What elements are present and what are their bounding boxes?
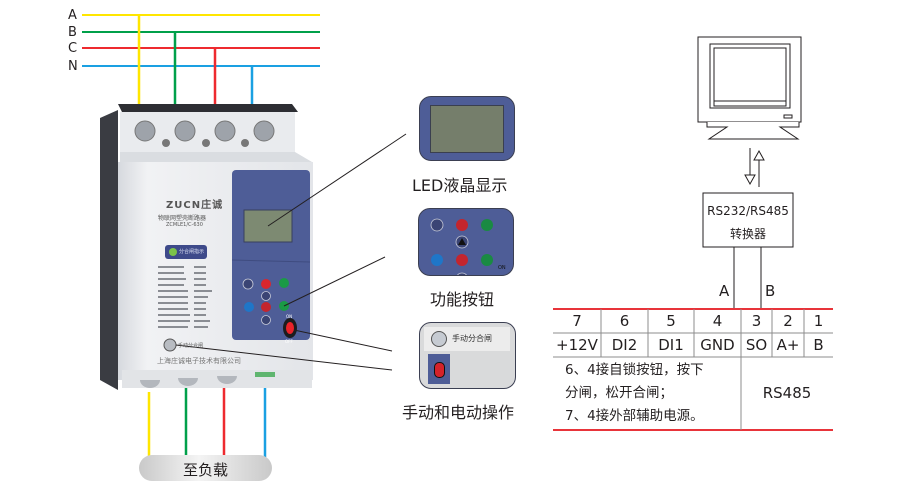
- phase-label-a: A: [68, 8, 77, 23]
- buttons-callout-graphic: [430, 218, 493, 275]
- wire-b-label: B: [765, 282, 776, 300]
- lcd-caption: LED液晶显示: [412, 176, 508, 195]
- top-terminal-block: [118, 104, 312, 165]
- brand-latin: ZUCN: [166, 200, 202, 211]
- company-name: 上海庄诚电子技术有限公司: [157, 357, 241, 365]
- button-icon: [431, 254, 443, 266]
- manual-caption: 手动和电动操作: [402, 403, 515, 422]
- terminal-signal: DI1: [658, 336, 684, 354]
- rocker-switch-red: [434, 362, 445, 378]
- model-number: ZCMLE1/C-630: [166, 222, 203, 228]
- rs485-label: RS485: [762, 384, 812, 402]
- terminal-number: 6: [619, 312, 630, 330]
- switch-off-label: OFF: [285, 339, 293, 344]
- bottom-terminal-block: [122, 370, 312, 388]
- button-icon: [481, 254, 493, 266]
- buttons-callout-panel: ON: [418, 208, 514, 276]
- terminal-note-line: 6、4接自锁按钮，按下: [565, 362, 704, 378]
- status-badge-plate: [165, 245, 207, 259]
- terminal-number: 4: [712, 312, 723, 330]
- terminal-number: 7: [572, 312, 582, 330]
- computer-monitor-icon: [697, 36, 802, 140]
- wire-a-label: A: [719, 282, 730, 300]
- phase-label-b: B: [68, 25, 77, 40]
- leader-switch: [293, 329, 393, 352]
- terminal-number: 2: [783, 312, 793, 330]
- buttons-panel-on-label: ON: [498, 265, 506, 271]
- lcd-callout-screen: [430, 105, 504, 153]
- spec-text-block: [158, 266, 212, 328]
- terminal-signal: DI2: [611, 336, 638, 354]
- converter-box: [702, 192, 794, 248]
- terminal-note-line: 7、4接外部辅助电源。: [565, 408, 704, 424]
- leader-lcd: [267, 133, 407, 227]
- converter-label-line2: 转换器: [729, 227, 766, 241]
- terminal-signal: B: [813, 336, 824, 354]
- leader-knob: [175, 344, 393, 371]
- manual-knob-icon: [431, 331, 447, 347]
- manual-knob-label: 手动分合闸: [178, 343, 204, 349]
- terminal-signal: GND: [700, 336, 735, 354]
- terminal-note-line: 分闸，松开合闸；: [565, 385, 673, 401]
- terminal-number: 1: [813, 312, 824, 330]
- breaker-side: [100, 110, 118, 390]
- terminal-number: 5: [666, 312, 676, 330]
- bidirectional-arrow-icon: [744, 148, 765, 187]
- terminal-signal: +12V: [556, 336, 598, 354]
- brand-logo: ZUCN庄诚: [166, 196, 223, 211]
- terminal-signal: SO: [745, 336, 768, 354]
- manual-callout-panel: 手动分合闸: [419, 322, 516, 389]
- buttons-caption: 功能按钮: [430, 290, 495, 309]
- manual-panel-label: 手动分合闸: [452, 334, 492, 343]
- button-icon: [456, 254, 468, 266]
- terminal-signal: A+: [776, 336, 800, 354]
- product-name: 物联网塑壳断路器: [158, 215, 207, 222]
- phase-label-n: N: [68, 59, 78, 74]
- leader-buttons: [283, 256, 386, 307]
- rocker-switch-icon: [428, 354, 450, 384]
- lcd-callout-panel: [419, 96, 515, 161]
- converter-label-line1: RS232/RS485: [707, 204, 789, 218]
- switch-on-label: ON: [286, 314, 293, 319]
- phase-label-c: C: [68, 41, 78, 56]
- button-icon: [481, 219, 493, 231]
- button-icon: [456, 219, 468, 231]
- terminal-table-grid: [553, 308, 833, 431]
- status-badge: 分合闸指示: [179, 249, 205, 255]
- load-label: 至负载: [182, 461, 228, 479]
- button-icon: [430, 218, 444, 232]
- brand-cn: 庄诚: [201, 200, 224, 211]
- load-bar: [139, 455, 272, 481]
- terminal-number: 3: [751, 312, 762, 330]
